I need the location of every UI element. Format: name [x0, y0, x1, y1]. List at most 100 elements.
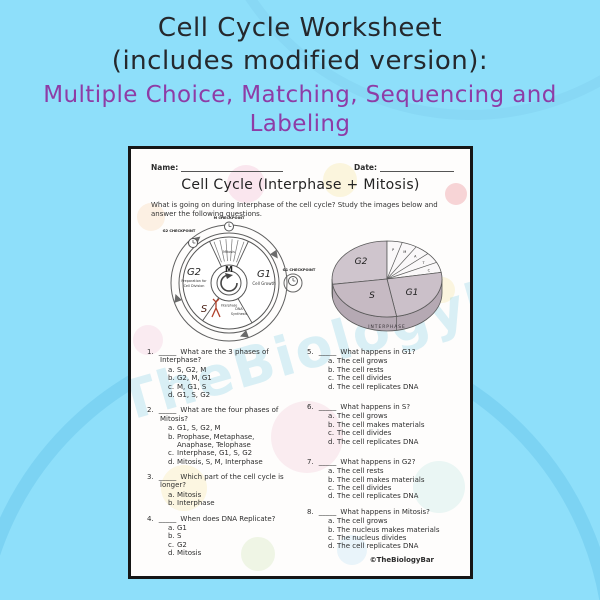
polka-dot: [161, 465, 207, 511]
question-number: 1.: [147, 348, 154, 356]
polka-dot: [413, 461, 465, 513]
g2-phase-label: G2: [187, 267, 201, 278]
polka-dot: [323, 163, 357, 197]
answer-option: b.The cell makes materials: [328, 420, 425, 429]
m-phase-label: M: [225, 265, 233, 274]
question-text: When does DNA Replicate?: [180, 514, 276, 523]
polka-dot: [445, 183, 467, 205]
answer-option: b.The nucleus makes materials: [328, 525, 440, 534]
answer-option: b.Prophase, Metaphase, Anaphase, Telopha…: [168, 432, 255, 449]
polka-dot: [137, 203, 165, 231]
answer-option: c.The cell divides: [328, 374, 392, 383]
question-5: 5. _____ What happens in G1? a.The cell g…: [307, 348, 469, 391]
question-text: What are the 3 phases of Interphase?: [160, 348, 269, 365]
copyright-credit: ©TheBiologyBar: [369, 556, 434, 564]
answer-blank: _____: [158, 473, 177, 482]
answer-option: d.The cell replicates DNA: [328, 492, 419, 501]
s-phase-label: S: [201, 304, 208, 315]
questions-column-right: 5. _____ What happens in G1? a.The cell g…: [307, 348, 469, 558]
g2-desc-line1: Preparation for: [181, 279, 207, 283]
answer-blank: _____: [158, 514, 177, 523]
mitosis-wedge-label: Mitosis: [223, 250, 235, 254]
answer-option: b.The cell makes materials: [328, 475, 425, 484]
product-subtitle-line1: Multiple Choice, Matching, Sequencing an…: [43, 82, 557, 108]
question-number: 8.: [307, 507, 314, 516]
answer-option: d.The cell replicates DNA: [328, 382, 419, 391]
question-text: What happens in G1?: [340, 348, 416, 356]
questions-column-left: 1. _____ What are the 3 phases of Interph…: [147, 348, 289, 565]
answer-option: d.The cell replicates DNA: [328, 437, 419, 446]
cell-cycle-diagram: Mitosis M Interphase G2 Preparation for …: [163, 216, 316, 342]
pie-letter-t: T: [421, 261, 425, 265]
polka-dot: [133, 325, 163, 355]
answer-blank: _____: [158, 348, 177, 356]
answer-option: b.The cell rests: [328, 365, 384, 374]
interphase-center-label: Interphase: [221, 304, 238, 308]
question-text: What are the four phases of Mitosis?: [160, 406, 279, 423]
pie-letter-m: M: [403, 250, 406, 254]
question-4: 4._____ When does DNA Replicate? a.G1 b.…: [147, 515, 289, 558]
pie-slice-g1: [386, 271, 443, 317]
question-text: What happens in G2?: [340, 457, 416, 466]
g2-desc-line2: Cell Division: [184, 284, 205, 288]
interphase-pie-chart: G2 S G1 P M A T C INTERPHASE: [331, 240, 443, 332]
g2-checkpoint-label: G2 CHECKPOINT: [163, 229, 196, 233]
question-8: 8._____ What happens in Mitosis? a.The c…: [307, 508, 469, 551]
answer-option: a.Mitosis: [168, 490, 202, 499]
product-title-line2: (includes modified version):: [111, 46, 489, 76]
question-number: 2.: [147, 406, 154, 415]
question-number: 6.: [307, 402, 314, 411]
question-7: 7. _____ What happens in G2? a.The cell r…: [307, 458, 469, 501]
pie-slice-s: [332, 278, 398, 318]
product-subtitle-line2: Labeling: [249, 111, 351, 137]
product-title-line1: Cell Cycle Worksheet: [157, 13, 443, 43]
pie-slice-mitosis-fan: [386, 240, 442, 280]
product-header: Cell Cycle Worksheet (includes modified …: [0, 12, 600, 139]
answer-option: b.Interphase: [168, 499, 215, 508]
worksheet-page: TheBiologyBar Name: Date: Cell Cycle (In…: [128, 146, 473, 579]
answer-option: d.The cell replicates DNA: [328, 542, 419, 551]
answer-option: b.G2, M, G1: [168, 374, 212, 383]
answer-option: a.The cell grows: [328, 412, 388, 421]
date-blank-line: [380, 164, 454, 172]
question-text: Which part of the cell cycle is longer?: [160, 473, 284, 490]
question-number: 7.: [307, 457, 314, 466]
polka-dot: [271, 401, 343, 473]
answer-option: a.The cell grows: [328, 357, 388, 366]
answer-blank: _____: [318, 348, 337, 356]
pie-slice-g2: [331, 240, 388, 285]
answer-option: c.The cell divides: [328, 429, 392, 438]
pie-g2-label: G2: [355, 257, 368, 267]
answer-option: a.G1, S, G2, M: [168, 424, 221, 433]
answer-option: c.The cell divides: [328, 484, 392, 493]
dna-replication-fork: [211, 298, 221, 318]
answer-option: c.The nucleus divides: [328, 534, 407, 543]
g1-phase-label: G1: [257, 269, 271, 280]
name-label: Name:: [151, 163, 179, 172]
m-checkpoint-label: M CHECKPOINT: [214, 216, 245, 220]
answer-option: c.M, G1, S: [168, 382, 207, 391]
answer-option: d.G1, S, G2: [168, 390, 211, 399]
g1-checkpoint-label: G1 CHECKPOINT: [283, 268, 316, 272]
name-date-row: Name: Date:: [151, 163, 454, 172]
g1-desc: Cell Growth: [252, 281, 276, 286]
question-2: 2._____ What are the four phases of Mito…: [147, 406, 289, 466]
worksheet-instructions: What is going on during Interphase of th…: [151, 201, 438, 218]
date-label: Date:: [354, 163, 377, 172]
pie-g1-label: G1: [406, 288, 419, 298]
answer-blank: _____: [318, 457, 337, 466]
s-desc-line1: DNA: [235, 307, 243, 311]
name-blank-line: [181, 164, 284, 172]
question-1: 1. _____ What are the 3 phases of Interph…: [147, 348, 289, 399]
answer-option: a.The cell grows: [328, 517, 388, 526]
question-number: 5.: [307, 348, 314, 356]
answer-option: a.The cell rests: [328, 467, 384, 476]
answer-option: a.S, G2, M: [168, 365, 207, 374]
polka-dot: [241, 537, 275, 571]
pie-letter-a: A: [414, 255, 417, 259]
answer-blank: _____: [318, 507, 337, 516]
answer-option: b.S: [168, 532, 182, 541]
question-number: 4.: [147, 514, 154, 523]
pie-letter-p: P: [392, 248, 394, 252]
